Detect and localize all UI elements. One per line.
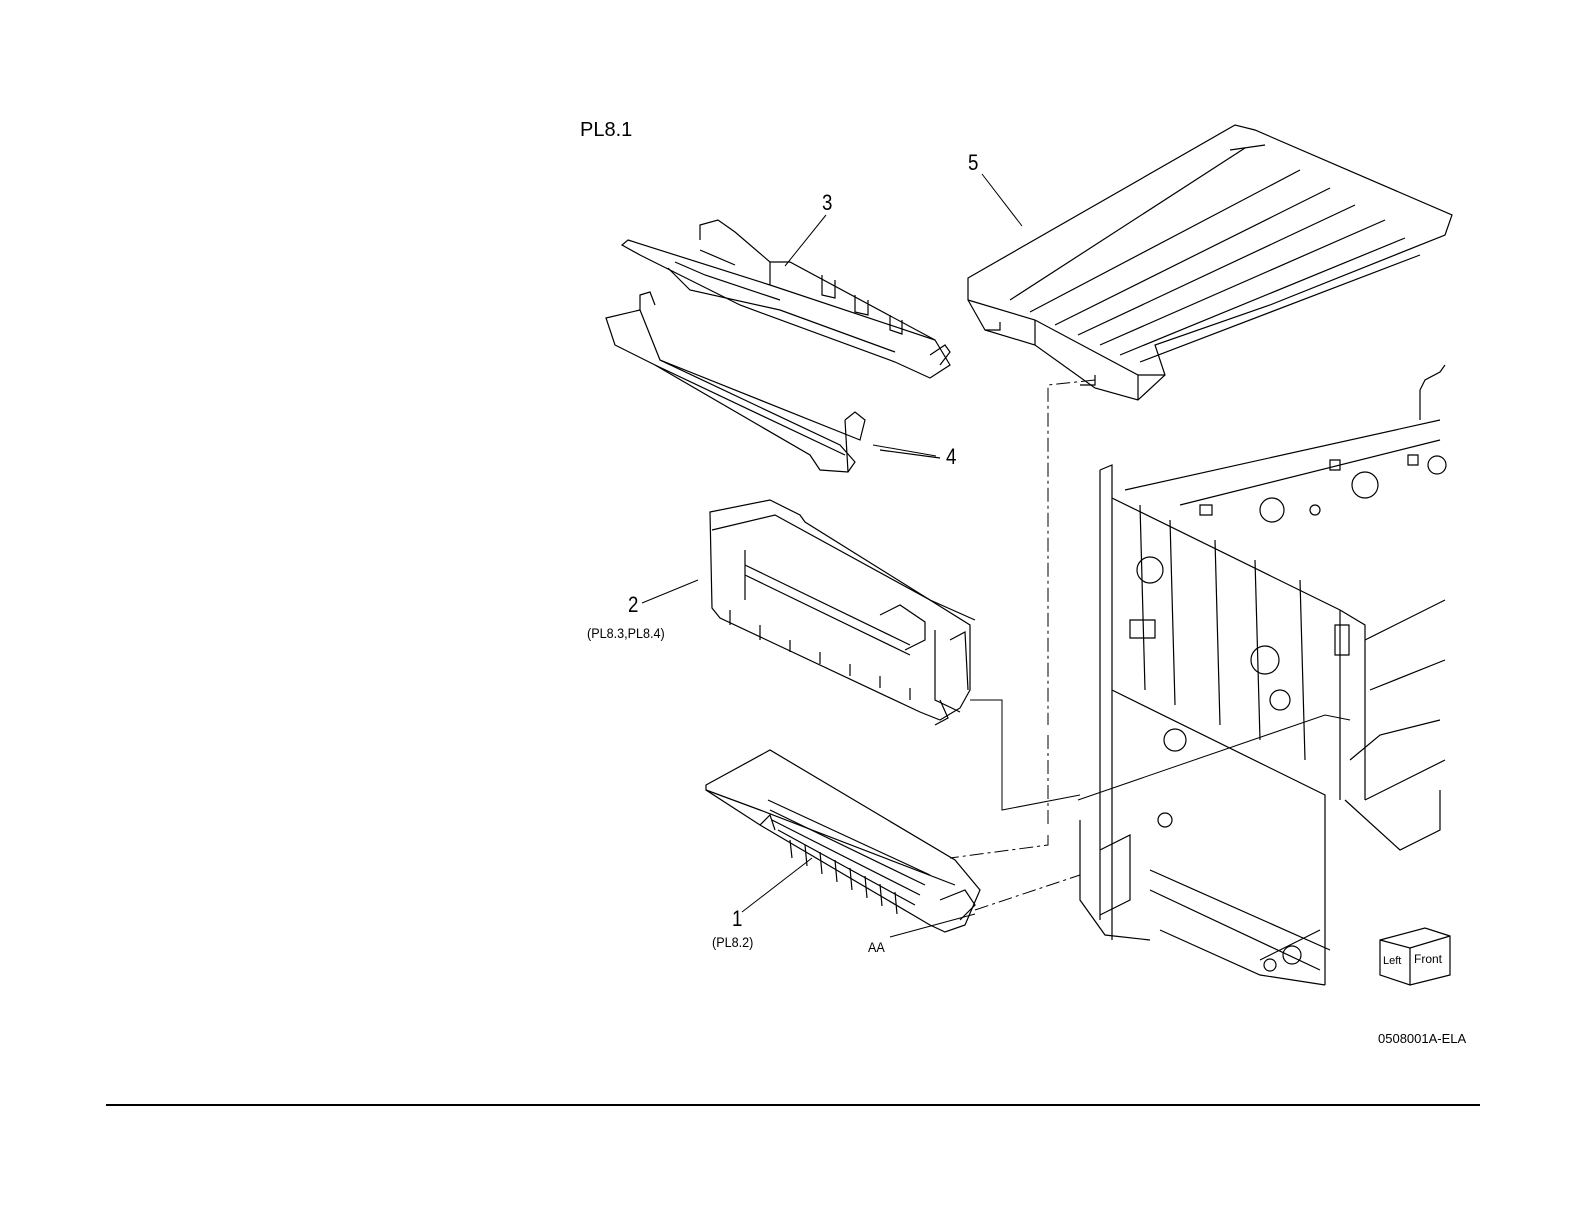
callout-1-number: 1 (732, 908, 742, 930)
orientation-left-label: Left (1383, 956, 1401, 967)
leader-2 (642, 580, 698, 603)
printer-frame (1080, 365, 1446, 985)
orientation-front-label: Front (1414, 953, 1442, 965)
callout-5-number: 5 (968, 152, 978, 174)
callout-4-number: 4 (946, 446, 956, 468)
callout-1-reference: (PL8.2) (712, 935, 753, 949)
callout-3-number: 3 (822, 192, 832, 214)
footer-rule (106, 1104, 1480, 1106)
part-2-fuser-assembly[interactable] (710, 500, 975, 725)
detail-label-aa: AA (868, 940, 885, 954)
leader-3 (785, 215, 826, 266)
part-3-upper-guide[interactable] (622, 220, 950, 378)
leader-5 (982, 174, 1022, 226)
callout-2-reference: (PL8.3,PL8.4) (587, 626, 665, 640)
callout-2-number: 2 (628, 594, 638, 616)
part-5-exit-tray[interactable] (968, 125, 1452, 400)
leader-1 (742, 858, 812, 912)
part-1-chute-assembly[interactable] (706, 750, 980, 932)
install-line-aa (975, 875, 1080, 910)
figure-code: 0508001A-ELA (1378, 1032, 1466, 1045)
install-line-fuser (970, 700, 1080, 810)
